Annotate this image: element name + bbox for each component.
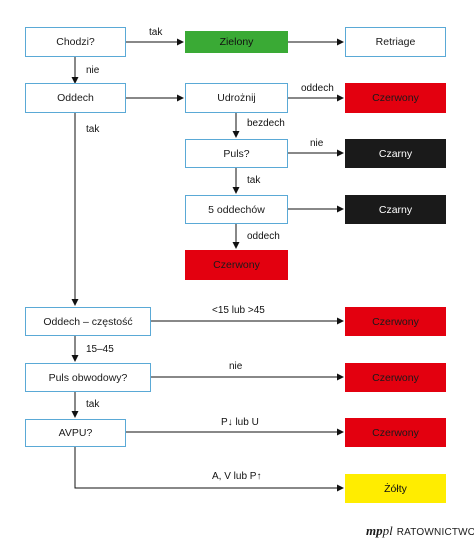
node-retriage-text: Retriage bbox=[375, 36, 416, 48]
node-oddech-czestosc: Oddech – częstość bbox=[25, 307, 151, 336]
node-puls: Puls? bbox=[185, 139, 288, 168]
node-udroznij-text: Udrożnij bbox=[217, 92, 256, 104]
node-czerwony-3: Czerwony bbox=[345, 307, 446, 336]
edge-label-avpu-av: A, V lub P↑ bbox=[212, 471, 262, 482]
edge-label-udroznij-bezdech: bezdech bbox=[247, 118, 285, 129]
node-czerwony-5: Czerwony bbox=[345, 418, 446, 447]
node-oddech-czestosc-text: Oddech – częstość bbox=[43, 315, 133, 328]
edge-label-chodzi-tak: tak bbox=[149, 27, 163, 38]
node-chodzi: Chodzi? bbox=[25, 27, 126, 57]
node-retriage: Retriage bbox=[345, 27, 446, 57]
node-zolty-text: Żółty bbox=[384, 482, 407, 495]
node-5-oddechow-text: 5 oddechów bbox=[208, 203, 265, 216]
edge-label-czestosc-normal: 15–45 bbox=[86, 344, 114, 355]
edge-label-udroznij-oddech: oddech bbox=[301, 83, 334, 94]
node-czarny-1: Czarny bbox=[345, 139, 446, 168]
edge-label-avpu-pu: P↓ lub U bbox=[221, 417, 259, 428]
edge-label-pulsobw-nie: nie bbox=[229, 361, 243, 372]
node-czerwony-2: Czerwony bbox=[185, 250, 288, 280]
edge-label-chodzi-nie: nie bbox=[86, 65, 100, 76]
edge-label-puls-tak: tak bbox=[247, 175, 261, 186]
node-puls-text: Puls? bbox=[223, 147, 250, 160]
node-czerwony-1: Czerwony bbox=[345, 83, 446, 113]
node-czerwony-3-text: Czerwony bbox=[372, 315, 419, 328]
edge-label-5oddechow-oddech: oddech bbox=[247, 231, 280, 242]
node-zielony: Zielony bbox=[185, 31, 288, 53]
node-czerwony-4-text: Czerwony bbox=[372, 371, 419, 384]
node-avpu-text: AVPU? bbox=[58, 427, 93, 439]
brand-mp: mp bbox=[366, 523, 383, 538]
node-puls-obwodowy-text: Puls obwodowy? bbox=[48, 371, 128, 384]
node-zolty: Żółty bbox=[345, 474, 446, 503]
node-udroznij: Udrożnij bbox=[185, 83, 288, 113]
node-czerwony-4: Czerwony bbox=[345, 363, 446, 392]
brand-name: RATOWNICTWO bbox=[396, 527, 474, 538]
node-czerwony-2-text: Czerwony bbox=[213, 259, 260, 271]
brand-pl: pl bbox=[382, 523, 393, 538]
node-5-oddechow: 5 oddechów bbox=[185, 195, 288, 224]
node-czerwony-5-text: Czerwony bbox=[372, 426, 419, 439]
edge-label-czestosc-range: <15 lub >45 bbox=[212, 305, 265, 316]
node-chodzi-text: Chodzi? bbox=[56, 36, 95, 48]
edge-label-puls-nie: nie bbox=[310, 138, 324, 149]
arrow-avpu-zolty bbox=[74, 447, 344, 492]
edge-label-pulsobw-tak: tak bbox=[86, 399, 100, 410]
node-czerwony-1-text: Czerwony bbox=[372, 92, 419, 104]
node-zielony-text: Zielony bbox=[219, 36, 254, 48]
node-oddech-text: Oddech bbox=[57, 92, 94, 104]
node-czarny-2-text: Czarny bbox=[378, 203, 413, 216]
node-czarny-1-text: Czarny bbox=[378, 147, 413, 160]
node-oddech: Oddech bbox=[25, 83, 126, 113]
node-puls-obwodowy: Puls obwodowy? bbox=[25, 363, 151, 392]
node-avpu: AVPU? bbox=[25, 419, 126, 447]
node-czarny-2: Czarny bbox=[345, 195, 446, 224]
edge-label-oddech-tak: tak bbox=[86, 124, 100, 135]
